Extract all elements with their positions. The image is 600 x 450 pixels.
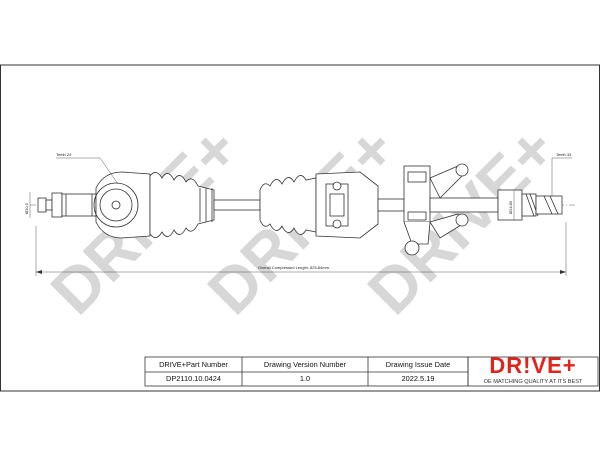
part-number-value: DP2110.10.0424 [166, 374, 221, 383]
right-dimension-label: Ø24.85 [508, 200, 513, 214]
overall-length-label: Overall Compressed Length: 825.84mm [258, 265, 330, 270]
brand-logo: DR!VE+ [489, 353, 577, 378]
teeth-right-label: Teeth 33 [556, 152, 572, 157]
drive-shaft-drawing [29, 157, 575, 276]
brand-tagline: OE MATCHING QUALITY AT ITS BEST [483, 379, 583, 385]
version-header: Drawing Version Number [263, 360, 347, 369]
issue-date-value: 2022.5.19 [401, 374, 435, 383]
teeth-left-label: Teeth 24 [56, 152, 72, 157]
version-value: 1.0 [299, 374, 311, 383]
left-dimension-label: Ø20.5 [24, 202, 29, 214]
title-block [144, 356, 599, 387]
part-number-header: DRIVE+Part Number [159, 360, 228, 369]
issue-date-header: Drawing Issue Date [385, 360, 451, 369]
